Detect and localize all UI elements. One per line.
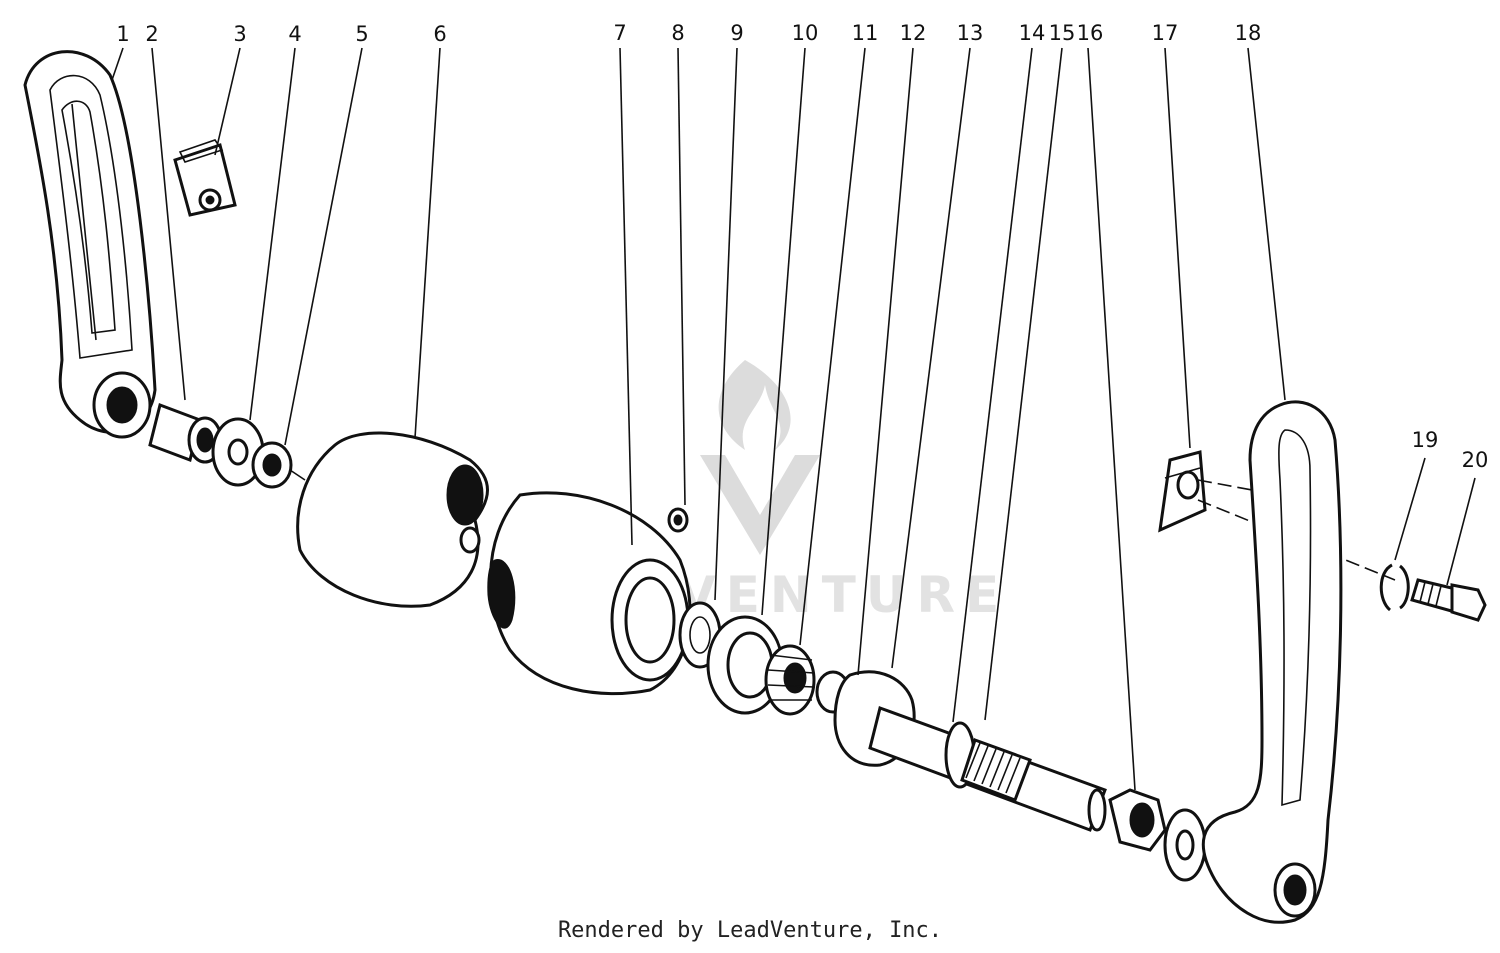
part-1-left-arm — [23, 50, 157, 439]
part-16-washer — [1163, 808, 1207, 882]
callout-11: 11 — [852, 21, 879, 45]
callout-1: 1 — [116, 22, 129, 46]
callout-10: 10 — [792, 21, 819, 45]
callout-18: 18 — [1235, 21, 1262, 45]
callout-15: 15 — [1049, 21, 1076, 45]
part-7-right-housing — [487, 491, 692, 696]
part-5-nut — [251, 441, 306, 489]
callout-3: 3 — [233, 22, 246, 46]
callout-2: 2 — [145, 22, 158, 46]
flame-logo — [718, 360, 791, 450]
callout-13: 13 — [957, 21, 984, 45]
callout-19: 19 — [1412, 428, 1439, 452]
part-2-bushing — [148, 403, 223, 464]
callout-16: 16 — [1077, 21, 1104, 45]
callout-numbers: 1 2 3 4 5 6 7 8 9 10 11 12 13 14 15 16 1… — [116, 21, 1488, 472]
callout-7: 7 — [613, 21, 626, 45]
callout-20: 20 — [1462, 448, 1489, 472]
footer-credit: Rendered by LeadVenture, Inc. — [557, 918, 943, 943]
part-18-right-arm — [1201, 400, 1343, 924]
callout-6: 6 — [433, 22, 446, 46]
part-4-washer — [211, 417, 265, 487]
callout-4: 4 — [288, 22, 301, 46]
callout-8: 8 — [671, 21, 684, 45]
part-19-snap-ring — [1379, 563, 1410, 612]
callout-14: 14 — [1019, 21, 1046, 45]
part-3-adjuster-block — [173, 139, 237, 217]
part-8-grease-fitting — [667, 507, 689, 533]
part-13-15-shaft — [868, 706, 1107, 832]
part-11-bearing-cone — [764, 644, 816, 716]
callout-12: 12 — [900, 21, 927, 45]
callout-5: 5 — [355, 22, 368, 46]
part-16-nut — [1108, 788, 1167, 852]
callout-leaders — [111, 47, 1476, 791]
v-logo — [700, 455, 820, 555]
part-6-left-housing — [296, 431, 489, 608]
part-20-bolt — [1410, 578, 1487, 622]
callout-9: 9 — [730, 21, 743, 45]
part-10-bearing-cup — [706, 615, 784, 715]
callout-17: 17 — [1152, 21, 1179, 45]
